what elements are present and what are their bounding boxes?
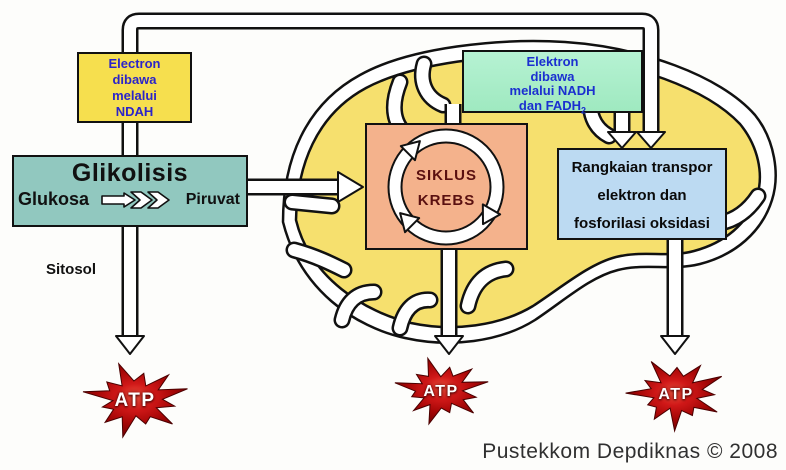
glycolysis-box: Glikolisis Glukosa Piruvat: [12, 155, 248, 227]
cytosol-label: Sitosol: [46, 261, 97, 278]
electron-mito-line: dibawa: [530, 68, 575, 84]
electron-mito-line: dan FADH2: [518, 97, 587, 116]
flow-tubes: [115, 12, 690, 355]
triple-chevron-arrow-icon: [101, 190, 171, 209]
glucose-label: Glukosa: [18, 189, 90, 209]
krebs-cycle-ring: [387, 128, 505, 246]
etc-line: Rangkaian transpor: [571, 159, 713, 176]
krebs-cycle-arrow-bottom: [399, 212, 421, 234]
atp-label-2: ATP: [423, 383, 459, 400]
arrowhead-right-krebs: [337, 171, 364, 203]
electron-mito-box: Elektron dibawa melalui NADH dan FADH2: [462, 50, 643, 115]
electron-cytosol-box: Electron dibawa melalui NDAH: [77, 52, 192, 123]
krebs-cycle-arrow-right: [481, 203, 502, 226]
arrowhead-down-etc-1: [607, 131, 637, 149]
electron-mito-line: melalui NADH: [509, 83, 596, 98]
atp-label-1: ATP: [114, 390, 156, 411]
atp-label-3: ATP: [658, 386, 694, 403]
electron-cytosol-line: dibawa: [112, 72, 157, 87]
arrowhead-down-atp-3: [660, 335, 690, 355]
etc-line: fosforilasi oksidasi: [574, 215, 710, 232]
pyruvate-label: Piruvat: [185, 190, 240, 208]
atp-bursts: [82, 356, 722, 439]
arrowhead-down-atp-1: [115, 335, 145, 355]
credit-text: Pustekkom Depdiknas © 2008: [482, 440, 778, 463]
atp-burst-2: [394, 356, 489, 426]
glycolysis-title: Glikolisis: [71, 159, 189, 187]
electron-cytosol-line: Electron: [108, 56, 161, 71]
electron-cytosol-line: NDAH: [115, 104, 154, 119]
krebs-cycle-arrow-top: [399, 140, 421, 162]
etc-box: Rangkaian transpor elektron dan fosforil…: [557, 148, 727, 240]
electron-mito-line: Elektron: [526, 54, 579, 69]
etc-line: elektron dan: [597, 187, 687, 204]
electron-cytosol-line: melalui: [112, 88, 157, 103]
arrowhead-down-atp-2: [434, 335, 464, 355]
krebs-cycle-box: SIKLUS KREBS: [365, 123, 528, 250]
atp-burst-3: [625, 361, 722, 433]
arrowhead-down-etc-2: [636, 131, 666, 149]
krebs-label-line2: KREBS: [417, 192, 476, 209]
krebs-label-line1: SIKLUS: [415, 167, 477, 184]
atp-burst-1: [82, 362, 188, 439]
